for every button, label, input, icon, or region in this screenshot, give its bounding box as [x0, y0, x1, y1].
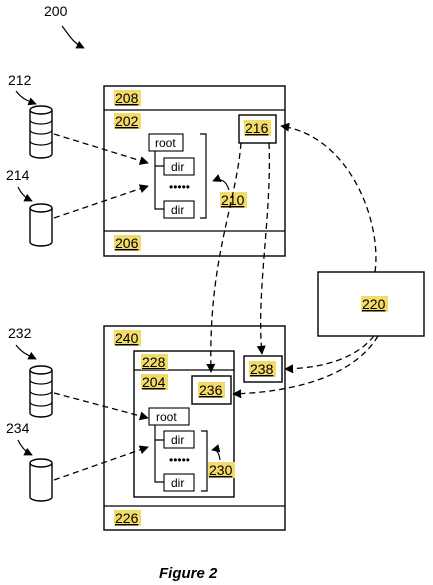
lower-ellipsis: •••••	[169, 453, 190, 467]
source-232-label: 232	[8, 325, 32, 341]
upper-tree-label-arrow	[212, 174, 230, 191]
source-214-arrow	[17, 186, 33, 202]
upper-top-bar-label-highlight	[114, 90, 141, 106]
source-214-label: 214	[6, 167, 30, 183]
lower-tree-label: 230	[209, 462, 233, 478]
lower-outer-label-highlight	[114, 330, 141, 346]
upper-tree-bracket	[200, 133, 207, 219]
lower-inner-label-highlight	[141, 374, 168, 390]
figure-number: 200	[44, 3, 68, 19]
upper-ellipsis: •••••	[169, 180, 190, 194]
upper-outer-label-highlight	[114, 113, 141, 129]
upper-agent-label-highlight	[244, 120, 271, 136]
flow-214-to-dir	[53, 184, 149, 219]
lower-tree-bracket	[201, 430, 208, 492]
cylinder-icon-234	[29, 458, 53, 502]
lower-agent-label: 236	[199, 382, 223, 398]
flow-234-to-dir	[53, 445, 149, 481]
upper-tree-label-highlight	[220, 192, 247, 208]
lower-side-label-highlight	[249, 361, 276, 377]
lower-outer-label: 240	[115, 330, 139, 346]
lower-dir-text-bottom: dir	[171, 476, 184, 490]
lower-dir-text-top: dir	[171, 433, 184, 447]
figure-caption: Figure 2	[159, 565, 218, 582]
figure-number-arrow	[61, 25, 85, 49]
upper-root-node	[148, 133, 184, 152]
flow-212-to-dir	[53, 133, 149, 165]
lower-tree-lines	[154, 425, 164, 483]
stacked-disk-icon-212	[29, 105, 53, 159]
upper-tree-lines	[154, 151, 164, 210]
source-234-label: 234	[6, 420, 30, 436]
upper-bottom-bar-label: 206	[115, 235, 139, 251]
flow-220-to-238	[284, 335, 375, 374]
upper-agent-label: 216	[245, 120, 269, 136]
lower-tree-label-highlight	[208, 462, 235, 478]
source-212-arrow	[15, 90, 37, 106]
lower-inner-top-label-highlight	[141, 354, 168, 370]
flow-232-to-dir	[53, 392, 149, 421]
flow-220-to-236	[232, 335, 379, 399]
source-234-arrow	[17, 439, 33, 456]
lower-inner-label: 204	[142, 374, 166, 390]
lower-inner-top-label: 228	[142, 354, 166, 370]
cylinder-icon-214	[29, 203, 53, 247]
lower-tree-label-arrow	[211, 444, 221, 461]
lower-agent-label-highlight	[198, 382, 225, 398]
upper-bottom-bar-label-highlight	[114, 235, 141, 251]
source-232-arrow	[15, 344, 37, 360]
upper-root-text: root	[155, 136, 176, 150]
flow-216-to-236	[206, 142, 242, 373]
upper-outer-label: 202	[115, 113, 139, 129]
stacked-disk-icon-232	[29, 365, 53, 418]
flow-220-to-216	[280, 122, 377, 273]
lower-root-node	[148, 407, 190, 426]
lower-root-text: root	[156, 410, 177, 424]
upper-dir-text-top: dir	[171, 160, 184, 174]
source-212-label: 212	[8, 72, 32, 88]
lower-side-label: 238	[250, 361, 274, 377]
controller-label-highlight	[361, 296, 388, 312]
upper-dir-text-bottom: dir	[171, 203, 184, 217]
lower-bottom-bar-label: 226	[115, 510, 139, 526]
lower-bottom-bar-label-highlight	[114, 510, 141, 526]
upper-tree-label: 210	[221, 192, 245, 208]
controller-label: 220	[362, 296, 386, 312]
upper-top-bar-label: 208	[115, 90, 139, 106]
